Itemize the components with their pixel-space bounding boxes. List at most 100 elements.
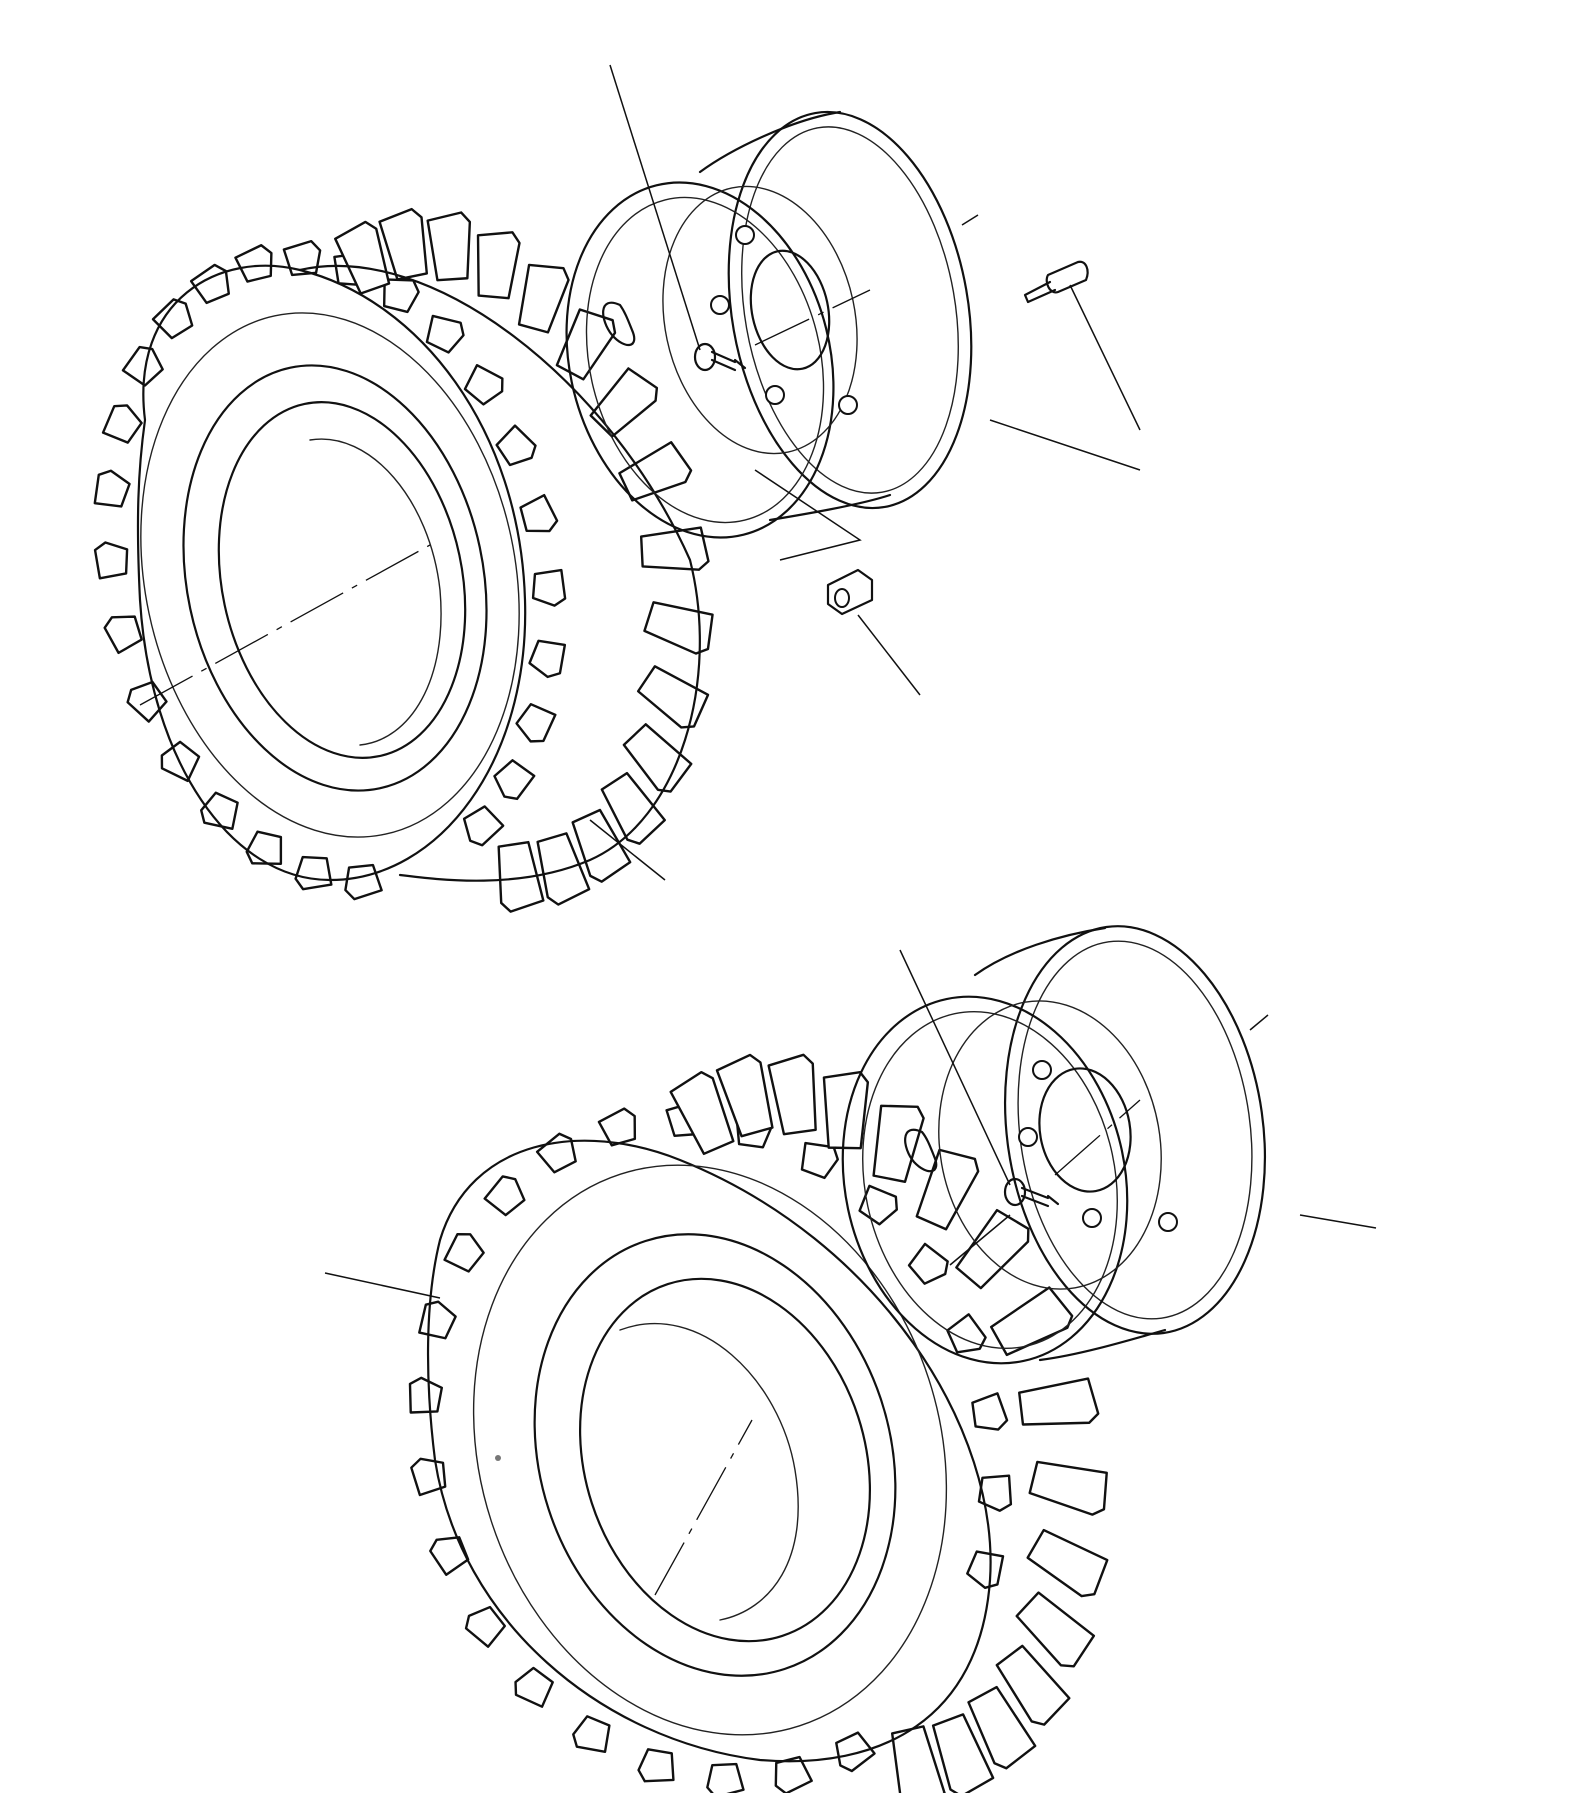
tread-lug <box>426 211 472 282</box>
upper-rim-bolt <box>1023 260 1089 304</box>
tread-lug <box>835 1731 876 1773</box>
lower-tyre-axis-line <box>654 1419 753 1596</box>
tread-lug <box>966 1550 1005 1590</box>
tread-lug <box>669 1070 735 1156</box>
lower-wheel-assembly <box>324 925 1377 1793</box>
tread-lug <box>408 1376 444 1414</box>
tread-lug <box>767 1053 817 1136</box>
bolt-shank <box>1023 280 1057 304</box>
tread-lug <box>890 1725 946 1793</box>
tread-lug <box>555 308 617 381</box>
lower-rim-barrel-top <box>973 926 1107 977</box>
upper-rim-valve-slot <box>602 301 636 346</box>
tread-lug <box>495 424 537 467</box>
tread-lug <box>519 493 559 533</box>
callout-leader-tyre <box>324 1272 441 1299</box>
tread-lug <box>517 263 570 334</box>
upper-wheel-nut <box>826 568 874 616</box>
tread-lug <box>636 665 710 729</box>
tread-lug <box>245 830 283 865</box>
nut-body <box>826 568 874 616</box>
upper-rim-axis-line <box>754 289 871 346</box>
tread-lug <box>497 840 545 913</box>
tread-lug <box>639 526 710 571</box>
upper-rim-bolt-hole <box>765 385 785 405</box>
tread-lug <box>967 1685 1037 1770</box>
upper-tyre-sidewall-ring <box>140 312 520 838</box>
tread-lug <box>425 314 465 354</box>
tread-lug <box>462 805 505 847</box>
upper-tyre-inner-wall <box>309 438 442 746</box>
tread-lug <box>822 1070 870 1150</box>
tread-lug <box>463 364 504 406</box>
callout-leader-valve <box>609 64 701 351</box>
upper-rim-back-flange-inner <box>741 126 959 494</box>
lower-rim-centre-bore <box>1038 1067 1132 1193</box>
tread-lug <box>571 808 632 883</box>
lower-rim-back-flange-inner <box>1017 940 1253 1320</box>
tread-lug <box>103 615 143 655</box>
tread-lug <box>597 1107 637 1147</box>
callout-leader-nut-branch <box>754 469 862 561</box>
upper-rim-bolt-hole <box>735 225 755 245</box>
lower-rim-barrel-bottom <box>1038 1328 1167 1362</box>
callout-leader-rim-inner <box>1299 1214 1377 1229</box>
tread-lug <box>418 1300 457 1340</box>
tread-lug <box>572 1715 611 1753</box>
tread-lug <box>971 1392 1009 1431</box>
tread-lug <box>93 469 131 508</box>
lower-rim-front-flange-inner <box>862 1010 1118 1350</box>
lower-rim-bolt-hole <box>1158 1212 1178 1232</box>
tread-lug <box>1018 1377 1100 1426</box>
tread-lug <box>514 1666 554 1708</box>
callout-leader-tyre <box>589 819 666 881</box>
tread-lug <box>464 1605 507 1648</box>
tread-lug <box>977 1474 1013 1512</box>
upper-tyre-axis-line <box>139 544 431 706</box>
tread-lug <box>589 367 659 438</box>
lower-tyre-sidewall-ring <box>472 1164 948 1736</box>
tread-lug <box>995 1644 1071 1726</box>
lower-rim-back-flange <box>1003 925 1267 1335</box>
callout-leader-bolt <box>1069 284 1141 431</box>
lower-tyre-bead-inner <box>578 1277 872 1643</box>
tread-lug <box>334 220 391 295</box>
upper-tyre-bead-outer <box>182 364 488 792</box>
lower-rim-bolt-hole <box>1018 1127 1038 1147</box>
lower-tyre <box>408 1053 1109 1793</box>
valve-threads <box>710 350 747 372</box>
lower-rim-valve-slot <box>904 1128 938 1173</box>
tread-lug <box>955 1208 1030 1290</box>
tread-lug <box>483 1175 526 1217</box>
tread-lug <box>1028 1460 1108 1516</box>
valve-body <box>693 342 717 372</box>
lower-valve-stem <box>1003 1177 1060 1208</box>
lower-rim-bolt-hole <box>1032 1060 1052 1080</box>
tread-lug <box>429 1536 470 1576</box>
tread-lug <box>637 1748 675 1783</box>
tread-lug <box>101 404 143 444</box>
tread-lug <box>200 791 239 831</box>
tread-lug <box>151 298 194 340</box>
tread-lug <box>800 1141 839 1180</box>
upper-rim-back-flange <box>727 110 973 510</box>
tread-lug <box>858 1184 898 1226</box>
lower-tyre-tread-lugs <box>408 1053 1109 1793</box>
lower-tyre-outer-sidewall <box>426 1139 992 1763</box>
upper-rim-barrel-bottom <box>768 493 892 522</box>
callout-leader-rim-outer <box>961 214 979 226</box>
tread-lug <box>535 1132 577 1174</box>
callout-leader-nut <box>857 614 921 696</box>
tread-lug <box>600 771 666 845</box>
tread-lug <box>706 1762 745 1793</box>
tread-lug <box>915 1148 980 1231</box>
nut-bore <box>834 588 850 608</box>
tread-lug <box>93 541 129 580</box>
upper-tyre-tread-edge <box>298 264 701 882</box>
lower-rim-disc <box>938 1000 1162 1290</box>
tread-lug <box>643 601 714 655</box>
callout-leader-rim-inner <box>989 419 1141 471</box>
upper-rim-barrel-top <box>698 110 842 174</box>
tread-lug <box>907 1242 949 1285</box>
upper-tyre-outer-sidewall <box>136 264 527 882</box>
